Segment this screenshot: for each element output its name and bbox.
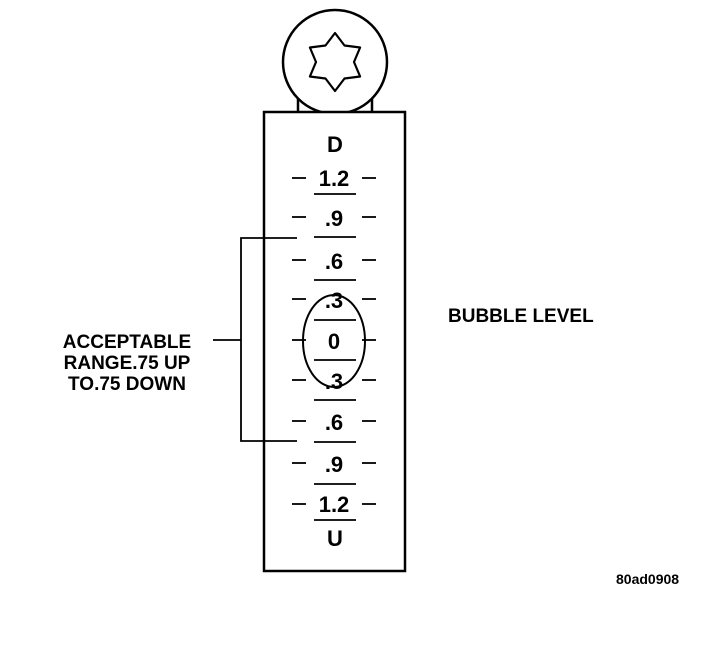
mark-bottom-0-9: .9 <box>325 452 343 477</box>
torx-star-knob-icon <box>281 8 389 116</box>
mark-bottom-0-6: .6 <box>325 410 343 435</box>
mark-top-0-9: .9 <box>325 206 343 231</box>
mark-top-0-3: .3 <box>325 288 343 313</box>
top-end-label: D <box>327 132 343 157</box>
bubble-level-label: BUBBLE LEVEL <box>448 306 594 327</box>
acceptable-range-line2: RANGE.75 UP <box>64 353 191 374</box>
acceptable-range-bracket <box>213 237 297 442</box>
bubble <box>302 294 366 388</box>
mark-bottom-0-3: .3 <box>325 369 343 394</box>
acceptable-range-line1: ACCEPTABLE <box>63 332 191 353</box>
bottom-end-label: U <box>327 526 343 551</box>
level-body <box>262 110 407 573</box>
mark-bottom-1-2: 1.2 <box>319 492 350 517</box>
scale-ticks <box>292 177 376 521</box>
mark-center-0: 0 <box>328 329 340 354</box>
mark-top-1-2: 1.2 <box>319 166 350 191</box>
acceptable-range-line3: TO.75 DOWN <box>68 374 186 395</box>
mark-top-0-6: .6 <box>325 249 343 274</box>
figure-id: 80ad0908 <box>616 571 679 587</box>
